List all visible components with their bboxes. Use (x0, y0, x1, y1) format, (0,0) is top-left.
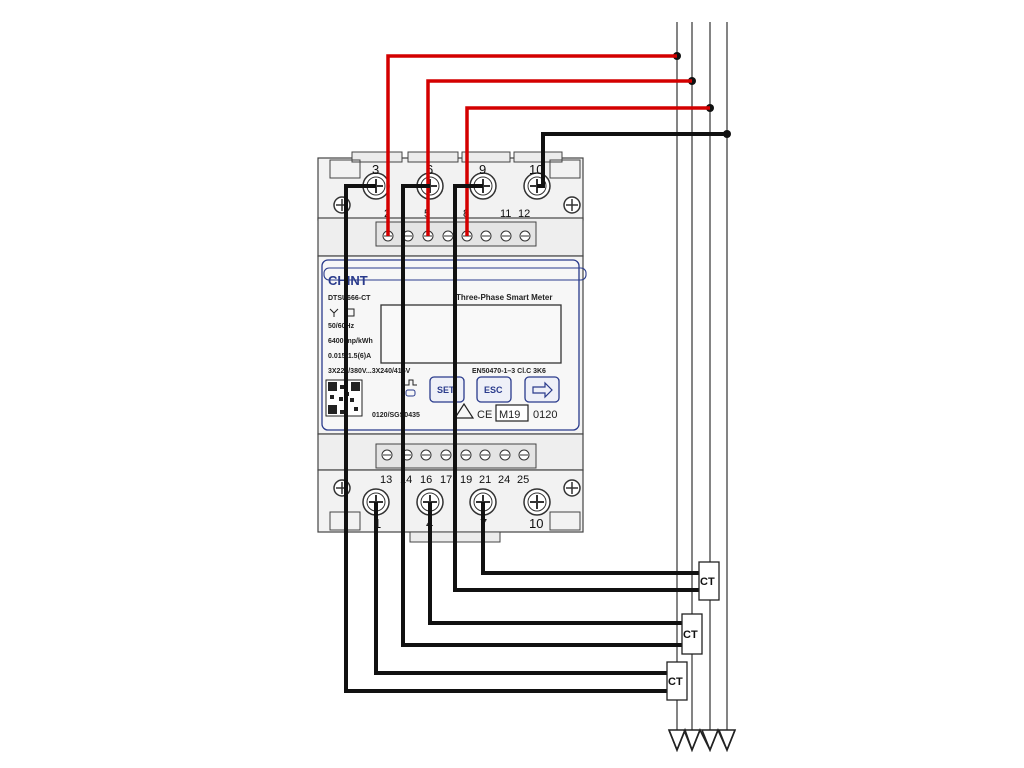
set-button-label: SET (437, 385, 455, 395)
approval-mark: M19 (499, 409, 520, 421)
current-label: 0.015-1.5(6)A (328, 353, 371, 360)
bottom-small-terminals (381, 449, 530, 461)
warning-triangle-icon (453, 402, 475, 419)
ct-label-l2: CT (683, 629, 698, 641)
terminal-label-25: 25 (517, 474, 529, 486)
junction-dots (673, 52, 731, 138)
product-title: Three-Phase Smart Meter (456, 293, 552, 302)
terminal-label-3: 3 (372, 162, 379, 177)
esc-button[interactable]: ESC (476, 376, 512, 403)
ct-label-l1: CT (668, 676, 683, 688)
neutral-wire (537, 132, 727, 188)
constant-label: 6400imp/kWh (328, 338, 373, 345)
terminal-label-9: 9 (479, 162, 486, 177)
terminal-label-10-top: 10 (529, 162, 543, 177)
terminal-label-19: 19 (460, 474, 472, 486)
terminal-label-16: 16 (420, 474, 432, 486)
ct-label-l3: CT (700, 576, 715, 588)
frequency-label: 50/60Hz (328, 323, 355, 330)
terminal-label-24: 24 (498, 474, 510, 486)
mounting-screw-icon (563, 479, 581, 497)
terminal-label-17: 17 (440, 474, 452, 486)
approval-year: 0120 (533, 409, 557, 421)
current-transformer-l3: CT (698, 561, 720, 601)
ct-wires (344, 184, 699, 693)
approval-mark-box (495, 404, 529, 422)
standard-label: EN50470-1–3 Cl.C 3K6 (472, 368, 546, 375)
model-label: DTSU666-CT (328, 295, 371, 302)
pulse-led-icon (405, 379, 417, 397)
terminal-screw-icon (523, 488, 551, 516)
current-transformer-l2: CT (681, 613, 703, 655)
set-button[interactable]: SET (429, 376, 465, 403)
arrow-right-icon (532, 381, 553, 399)
ce-mark: CE (477, 409, 492, 421)
serial-label: 0120/SGS0435 (372, 412, 420, 419)
terminal-label-12: 12 (518, 208, 530, 220)
bus-lines (676, 22, 728, 730)
current-transformer-l1: CT (666, 661, 688, 701)
terminal-label-10-bottom: 10 (529, 516, 543, 531)
mounting-screw-icon (563, 196, 581, 214)
next-button[interactable] (524, 376, 560, 403)
esc-button-label: ESC (484, 385, 503, 395)
terminal-label-21: 21 (479, 474, 491, 486)
terminal-label-13: 13 (380, 474, 392, 486)
terminal-label-11: 11 (500, 208, 511, 220)
load-zigzag-icon (667, 727, 737, 753)
voltage-label: 3X220/380V...3X240/415V (328, 368, 411, 375)
lcd-display (380, 304, 562, 364)
